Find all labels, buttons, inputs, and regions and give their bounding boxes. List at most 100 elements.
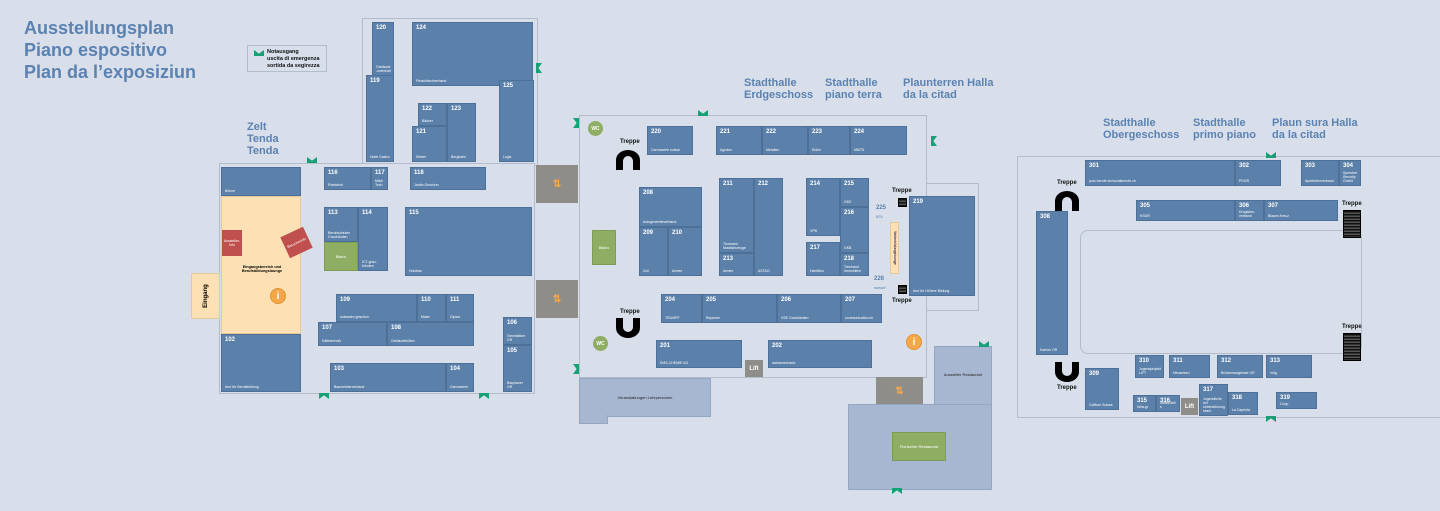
booth-number: 313 bbox=[1270, 358, 1281, 364]
booth-exhibitor: Hotel Gastro bbox=[370, 155, 390, 159]
booth-number: 318 bbox=[1232, 395, 1243, 401]
booth-number: 308 bbox=[1040, 214, 1051, 220]
booth-number: 102 bbox=[225, 337, 236, 343]
booth-exhibitor: Brückenangebote GR bbox=[1221, 371, 1255, 375]
emergency-exit-icon bbox=[573, 118, 579, 128]
booth-number: 310 bbox=[1139, 358, 1150, 364]
heading-line: da la citad bbox=[903, 89, 957, 101]
booth-number: 306 bbox=[1239, 203, 1250, 209]
booth-stage[interactable]: Bühne bbox=[221, 167, 301, 196]
stairs-label: Treppe bbox=[1342, 324, 1362, 330]
booth-number: 209 bbox=[643, 230, 654, 236]
booth-number: 304 bbox=[1343, 163, 1354, 169]
booth-exhibitor: Kältetechnik bbox=[322, 339, 342, 343]
booth-exhibitor: Coiffure Suisse bbox=[1089, 403, 1113, 407]
booth-exhibitor: suissetec grischun bbox=[340, 315, 369, 319]
restaurant: Fiorischer Restaurant bbox=[892, 432, 946, 461]
event-area-notch bbox=[579, 415, 608, 424]
heading-line: Stadthalle bbox=[1193, 117, 1246, 129]
emergency-exit-icon bbox=[979, 341, 989, 347]
booth-number: 302 bbox=[1239, 163, 1250, 169]
entrance[interactable]: Eingang bbox=[191, 273, 220, 319]
booth-exhibitor: Baumeisterverband bbox=[334, 385, 365, 389]
booth-number: 114 bbox=[362, 210, 372, 216]
booth-number: 118 bbox=[414, 170, 424, 176]
booth-number: 315 bbox=[1137, 398, 1148, 404]
booth-exhibitor: MMTS bbox=[854, 148, 865, 152]
booth-number: 214 bbox=[810, 181, 821, 187]
legend-line: Notausgang bbox=[267, 49, 299, 55]
title-rm: Plan da l’exposiziun bbox=[24, 62, 197, 82]
booth-number: 221 bbox=[720, 129, 731, 135]
booth-exhibitor: swissmechanic bbox=[772, 361, 796, 365]
